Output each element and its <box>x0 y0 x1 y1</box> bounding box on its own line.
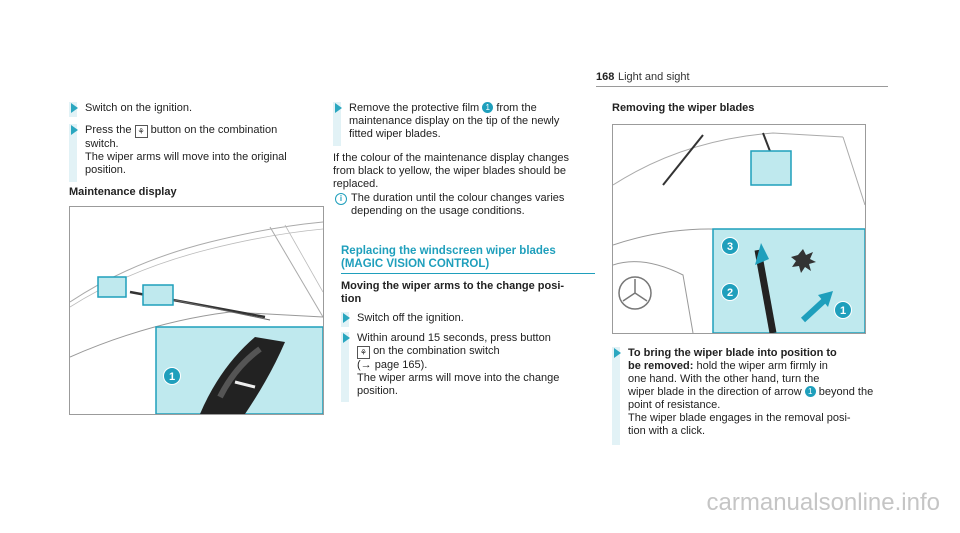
step-text-b: button on the combination switch. The wi… <box>85 124 287 176</box>
watermark: carmanualsonline.info <box>706 489 940 516</box>
step-text: Remove the protective film 1 from the ma… <box>349 102 597 141</box>
arrow-icon <box>614 348 621 358</box>
header-rule <box>596 86 888 87</box>
step-text: Press the ⚘ button on the combination sw… <box>85 124 325 177</box>
step-press-within-15s: Within around 15 seconds, press button ⚘… <box>341 332 595 402</box>
step-text: Within around 15 seconds, press button ⚘… <box>357 332 595 398</box>
step-bold: To bring the wiper blade into position t… <box>628 347 837 372</box>
page-number: 168 <box>596 71 615 83</box>
step-text-a: Within around 15 seconds, press button <box>357 332 551 344</box>
callout-1-inline: 1 <box>804 386 816 397</box>
step-switch-off: Switch off the ignition. <box>341 312 595 327</box>
callout-1: 1 <box>834 301 852 319</box>
step-text-b: from the maintenance display on the tip … <box>349 102 560 140</box>
step-text-a: Press the <box>85 124 132 136</box>
sub-heading-moving: Moving the wiper arms to the change posi… <box>341 280 565 305</box>
step-text: To bring the wiper blade into position t… <box>628 347 874 438</box>
step-text-a: Remove the protective film <box>349 102 480 114</box>
step-press-button: Press the ⚘ button on the combination sw… <box>69 124 319 182</box>
step-text-a: hold the wiper arm firmly in one hand. W… <box>628 360 828 398</box>
step-text: Switch off the ignition. <box>357 312 464 324</box>
callout-3: 3 <box>721 237 739 255</box>
removing-heading: Removing the wiper blades <box>612 102 755 114</box>
removing-blade-figure: 3 2 1 <box>612 124 866 334</box>
callout-1: 1 <box>163 367 181 385</box>
info-note: The duration until the colour changes va… <box>351 192 565 217</box>
section-rule <box>341 273 595 274</box>
section-title-header: Light and sight <box>618 71 690 83</box>
maintenance-display-figure: 1 <box>69 206 324 415</box>
arrow-icon <box>343 333 350 343</box>
colour-change-paragraph: If the colour of the maintenance display… <box>333 152 570 190</box>
section-heading-replacing: Replacing the windscreen wiper blades (M… <box>341 245 556 270</box>
windscreen-illustration <box>70 221 323 414</box>
callout-2: 2 <box>721 283 739 301</box>
car-front-illustration <box>613 132 865 333</box>
info-icon: i <box>335 193 347 205</box>
arrow-icon <box>71 125 78 135</box>
step-switch-on: Switch on the ignition. <box>69 102 319 117</box>
arrow-icon <box>343 313 350 323</box>
maintenance-display-heading: Maintenance display <box>69 186 177 198</box>
step-remove-film: Remove the protective film 1 from the ma… <box>333 102 595 146</box>
wiper-button-icon: ⚘ <box>357 346 370 359</box>
wiper-button-icon: ⚘ <box>134 125 148 138</box>
arrow-icon <box>71 103 78 113</box>
step-text-b: beyond the point of resistance. The wipe… <box>628 386 874 437</box>
callout-1-inline: 1 <box>482 102 494 113</box>
step-bring-blade-position: To bring the wiper blade into position t… <box>612 347 874 445</box>
arrow-icon <box>335 103 342 113</box>
step-text-b: on the combination switch (→ page 165). … <box>357 345 560 397</box>
step-text: Switch on the ignition. <box>85 102 193 114</box>
